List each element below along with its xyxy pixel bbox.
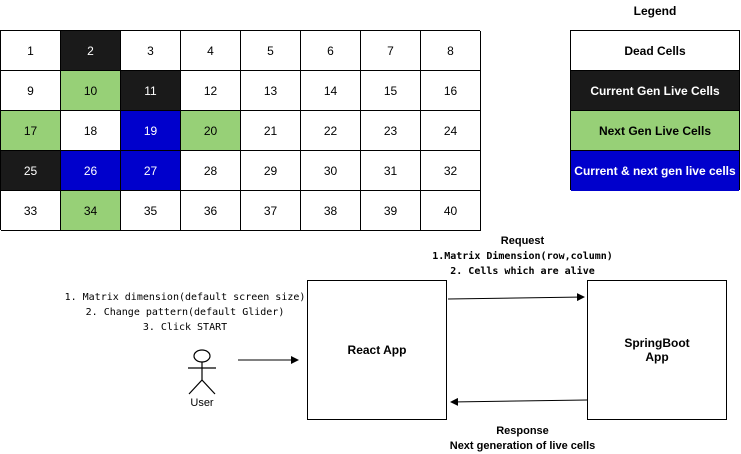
step-2: 2. Change pattern(default Glider) [85, 307, 285, 318]
grid-cell: 34 [61, 191, 121, 231]
grid-cell: 38 [301, 191, 361, 231]
grid-cell: 39 [361, 191, 421, 231]
grid-cell: 18 [61, 111, 121, 151]
user-steps-annotation: 1. Matrix dimension(default screen size)… [60, 290, 310, 335]
grid-cell: 25 [1, 151, 61, 191]
grid-cell: 10 [61, 71, 121, 111]
springboot-app-box: SpringBoot App [587, 280, 727, 420]
grid-cell: 27 [121, 151, 181, 191]
springboot-label-line1: SpringBoot [624, 336, 690, 350]
grid-cell: 4 [181, 31, 241, 71]
step-3: 3. Click START [142, 322, 228, 333]
grid-cell: 7 [361, 31, 421, 71]
legend-item-both: Current & next gen live cells [571, 151, 739, 191]
legend-title: Legend [633, 4, 677, 18]
grid-cell: 29 [241, 151, 301, 191]
grid-cell: 13 [241, 71, 301, 111]
request-arrow [447, 293, 585, 302]
legend-item-current: Current Gen Live Cells [571, 71, 739, 111]
request-title: Request [500, 235, 545, 247]
grid-cell: 40 [421, 191, 481, 231]
response-line-1: Next generation of live cells [449, 440, 596, 452]
grid-cell: 19 [121, 111, 181, 151]
grid-cell: 28 [181, 151, 241, 191]
grid-cell: 3 [121, 31, 181, 71]
grid-cell: 15 [361, 71, 421, 111]
grid-cell: 33 [1, 191, 61, 231]
grid-cell: 20 [181, 111, 241, 151]
response-title: Response [496, 425, 549, 437]
grid-cell: 9 [1, 71, 61, 111]
response-annotation: Response Next generation of live cells [420, 424, 625, 454]
grid-cell: 32 [421, 151, 481, 191]
user-stick-figure-icon [188, 349, 216, 395]
user-label: User [190, 397, 214, 409]
legend-item-next: Next Gen Live Cells [571, 111, 739, 151]
grid-cell: 16 [421, 71, 481, 111]
grid-cell: 24 [421, 111, 481, 151]
grid-cell: 14 [301, 71, 361, 111]
grid-cell: 21 [241, 111, 301, 151]
grid-cell: 11 [121, 71, 181, 111]
grid-cell: 1 [1, 31, 61, 71]
react-app-label: React App [347, 343, 407, 357]
grid-cell: 35 [121, 191, 181, 231]
request-annotation: Request 1.Matrix Dimension(row,column) 2… [420, 234, 625, 279]
grid-cell: 5 [241, 31, 301, 71]
grid-cell: 8 [421, 31, 481, 71]
grid-cell: 2 [61, 31, 121, 71]
grid-cell: 22 [301, 111, 361, 151]
grid-cell: 12 [181, 71, 241, 111]
react-app-box: React App [307, 280, 447, 420]
grid-cell: 36 [181, 191, 241, 231]
springboot-label-line2: App [645, 350, 669, 364]
grid-cell: 6 [301, 31, 361, 71]
response-arrow [450, 397, 588, 406]
request-line-2: 2. Cells which are alive [450, 266, 595, 277]
grid-cell: 23 [361, 111, 421, 151]
legend-item-dead: Dead Cells [571, 31, 739, 71]
grid-cell: 26 [61, 151, 121, 191]
grid-cell: 17 [1, 111, 61, 151]
grid-cell: 30 [301, 151, 361, 191]
step-1: 1. Matrix dimension(default screen size) [64, 292, 306, 303]
request-line-1: 1.Matrix Dimension(row,column) [432, 251, 613, 262]
grid-cell: 37 [241, 191, 301, 231]
grid-cell: 31 [361, 151, 421, 191]
